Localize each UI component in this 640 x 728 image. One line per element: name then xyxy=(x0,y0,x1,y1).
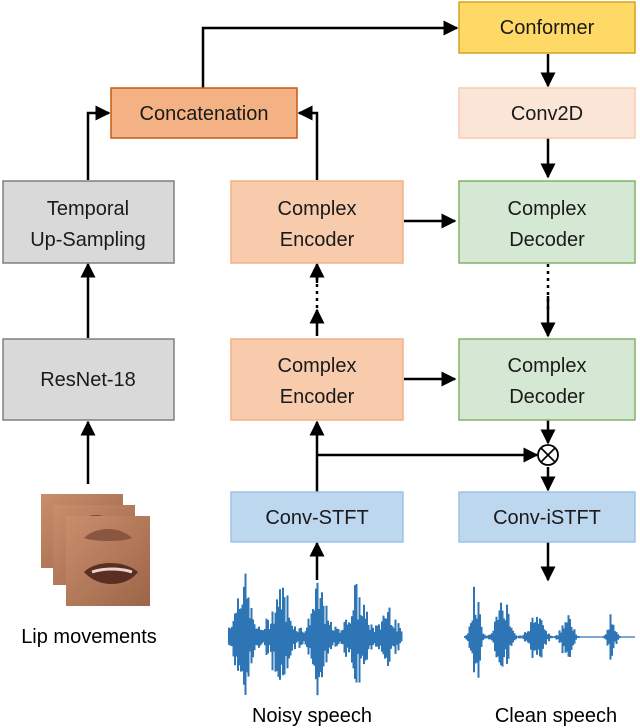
temporal-upsampling-block: Temporal Up-Sampling xyxy=(2,180,175,264)
conv-stft-block: Conv-STFT xyxy=(230,491,404,543)
arrow-encoder-to-concat xyxy=(297,105,319,180)
encoder-top-label-line1: Complex xyxy=(278,198,357,220)
complex-encoder-top-block: Complex Encoder xyxy=(230,180,404,264)
temporal-label-line2: Up-Sampling xyxy=(30,229,146,251)
conv-stft-label: Conv-STFT xyxy=(265,507,368,529)
encoder-top-box xyxy=(230,180,404,264)
complex-decoder-bottom-block: Complex Decoder xyxy=(458,338,636,421)
noisy-waveform-icon xyxy=(228,573,403,696)
conv2d-label: Conv2D xyxy=(511,103,583,125)
conv2d-block: Conv2D xyxy=(458,87,636,139)
encoder-bottom-box xyxy=(230,338,404,421)
decoder-top-label-line2: Decoder xyxy=(509,229,585,251)
temporal-label-line1: Temporal xyxy=(47,198,129,220)
decoder-bottom-label-line1: Complex xyxy=(508,355,587,377)
complex-decoder-top-block: Complex Decoder xyxy=(458,180,636,264)
concatenation-label: Concatenation xyxy=(140,103,269,125)
resnet-label: ResNet-18 xyxy=(40,369,136,391)
face-frame-front xyxy=(66,516,150,606)
decoder-top-box xyxy=(458,180,636,264)
conv-istft-box xyxy=(458,491,636,543)
encoder-bottom-label-line2: Encoder xyxy=(280,386,355,408)
connectors xyxy=(80,20,556,582)
resnet-box xyxy=(2,338,175,421)
concatenation-box xyxy=(110,87,298,139)
lip-face-frames-icon xyxy=(41,494,150,606)
caption-noisy-speech: Noisy speech xyxy=(252,705,372,727)
decoder-bottom-box xyxy=(458,338,636,421)
arrow-temporal-to-concat xyxy=(86,105,111,180)
resnet-block: ResNet-18 xyxy=(2,338,175,421)
decoder-bottom-label-line2: Decoder xyxy=(509,386,585,408)
conformer-label: Conformer xyxy=(500,17,595,39)
circle-times-icon xyxy=(537,444,559,466)
encoder-top-label-line2: Encoder xyxy=(280,229,355,251)
complex-encoder-bottom-block: Complex Encoder xyxy=(230,338,404,421)
temporal-box xyxy=(2,180,175,264)
conv-stft-box xyxy=(230,491,404,543)
decoder-top-label-line1: Complex xyxy=(508,198,587,220)
arrow-concat-to-conformer xyxy=(201,20,459,88)
encoder-bottom-label-line1: Complex xyxy=(278,355,357,377)
conv2d-box xyxy=(458,87,636,139)
clean-waveform-icon xyxy=(464,586,635,678)
caption-clean-speech: Clean speech xyxy=(495,705,617,727)
conformer-block: Conformer xyxy=(458,1,636,54)
concatenation-block: Concatenation xyxy=(110,87,298,139)
conformer-box xyxy=(458,1,636,54)
conv-istft-block: Conv-iSTFT xyxy=(458,491,636,543)
conv-istft-label: Conv-iSTFT xyxy=(493,507,601,529)
caption-lip-movements: Lip movements xyxy=(21,626,157,648)
